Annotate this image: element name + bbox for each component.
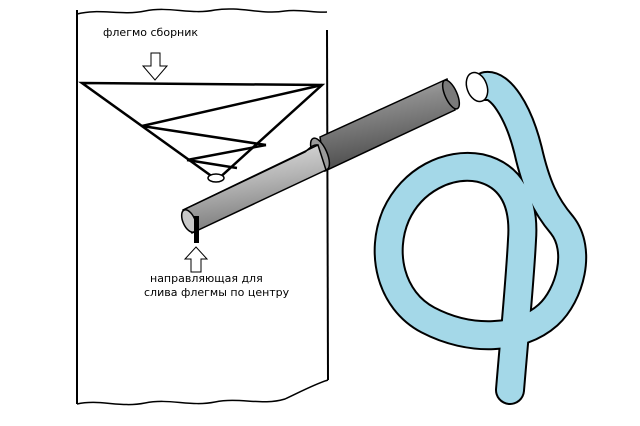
column-right-wall [326, 29, 329, 381]
funnel-spiral-line-4 [186, 158, 238, 170]
arrow-up-icon [183, 246, 209, 273]
blue-tube-fill [375, 73, 586, 403]
blue-tube [373, 71, 588, 405]
funnel-spiral-line-3 [186, 143, 267, 162]
column-bottom-edge [76, 379, 329, 406]
funnel-spiral-line-1 [141, 83, 323, 128]
funnel-drain-hole [207, 173, 225, 183]
drain-pipe-body [319, 77, 456, 173]
guide-pin [194, 216, 199, 243]
guide-trough-top-edge [182, 144, 319, 211]
blue-tube-opening [465, 71, 489, 103]
funnel-outline [78, 81, 326, 182]
drain-pipe-end [441, 79, 461, 110]
reflux-collector-funnel [78, 81, 326, 183]
guide-label-line2: слива флегмы по центру [144, 286, 290, 299]
column-body [76, 8, 329, 406]
column-top-edge [76, 8, 328, 15]
guide-label-line1: направляющая для [150, 272, 263, 285]
funnel-spiral-line-2 [141, 124, 267, 147]
reflux-collector-label: флегмо сборник [103, 26, 198, 39]
arrow-down-icon [141, 52, 169, 81]
guide-trough [180, 143, 327, 235]
